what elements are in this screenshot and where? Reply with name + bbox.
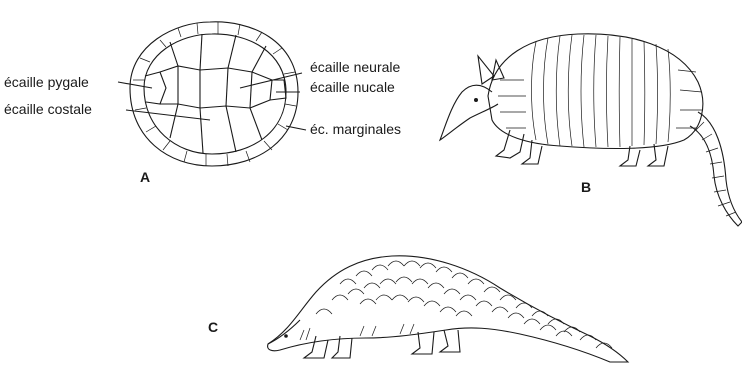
marginal-band: [144, 34, 286, 154]
label-costal-scute: écaille costale: [4, 101, 92, 117]
armadillo-eye: [474, 98, 478, 102]
vertebral-divider: [226, 68, 228, 106]
vertebral-divider: [250, 72, 252, 108]
armadillo-shield-texture: [498, 70, 702, 128]
carapace-outline: [130, 22, 298, 166]
label-marginal-scutes: éc. marginales: [310, 121, 401, 137]
armadillo-bands: [532, 35, 671, 147]
pangolin-eye: [284, 334, 288, 338]
costal-scutes-upper: [170, 34, 266, 72]
panel-label-c: C: [208, 319, 218, 335]
label-nucal-scute: écaille nucale: [310, 79, 395, 95]
label-pygal-scute: écaille pygale: [4, 74, 89, 90]
nucal-scute: [270, 80, 286, 100]
pangolin-legs: [304, 330, 460, 358]
costal-scutes-lower: [170, 104, 262, 153]
pangolin-drawing: [268, 256, 628, 362]
armadillo-drawing: [440, 34, 742, 226]
armadillo-head: [440, 85, 498, 140]
label-neural-scute: écaille neurale: [310, 59, 400, 75]
armadillo-tail: [690, 112, 742, 226]
panel-label-b: B: [581, 179, 591, 195]
panel-label-a: A: [140, 169, 150, 185]
vertebral-row: [160, 66, 272, 108]
pygal-scute: [145, 72, 166, 104]
carapace-drawing: [118, 22, 306, 166]
marginal-scute-dividers: [133, 22, 296, 166]
